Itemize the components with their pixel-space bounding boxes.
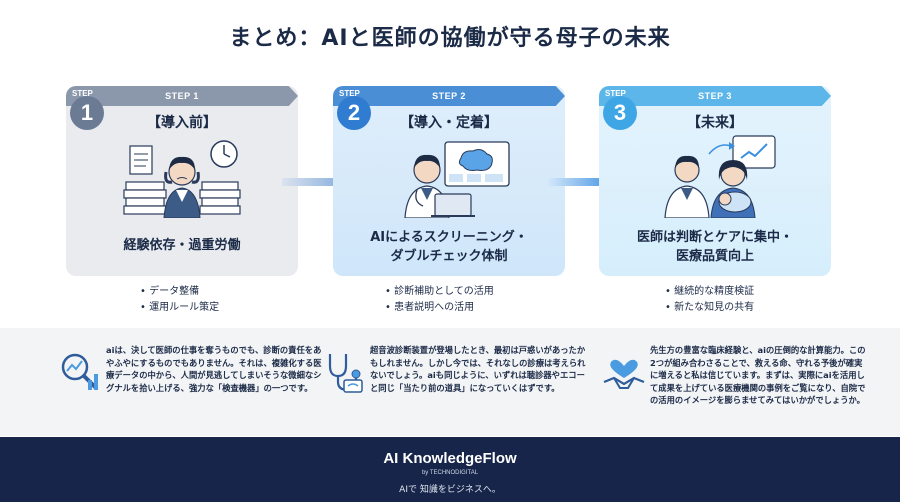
- footer: AI KnowledgeFlow by TECHNODIGITAL AIで 知識…: [0, 437, 900, 502]
- step-bar: STEP 1: [66, 86, 298, 106]
- info-text: aiは、決して医師の仕事を奪うものでも、診断の責任をあやふやにするものでもありま…: [106, 345, 322, 393]
- step-bar: STEP 3: [599, 86, 831, 106]
- step-card-2: STEP 2 STEP 2 【導入・定着】 AIによるスクリーニング・ ダブルチ…: [333, 86, 565, 276]
- step-heading: 【導入前】: [147, 115, 217, 131]
- step-caption-line: 医療品質向上: [675, 249, 754, 264]
- info-column: 超音波診断装置が登場したとき、最初は戸惑いがあったかもしれません。しかし今では、…: [322, 344, 592, 424]
- info-band: aiは、決して医師の仕事を奪うものでも、診断の責任をあやふやにするものでもありま…: [0, 328, 900, 436]
- brand-tagline: AIで 知識をビジネスへ。: [399, 485, 501, 495]
- step-2-bullets: 診断補助としての活用 患者説明への活用: [385, 284, 494, 316]
- step-caption: 医師は判断とケアに集中・ 医療品質向上: [599, 228, 831, 266]
- overworked-doctor-illustration: [123, 140, 241, 218]
- step-caption: 経験依存・過重労働: [66, 236, 298, 255]
- handshake-heart-icon: [603, 359, 645, 389]
- step-3-bullets: 継続的な精度検証 新たな知見の共有: [665, 284, 754, 316]
- bullet-item: 継続的な精度検証: [665, 284, 754, 300]
- step-badge-label: STEP: [339, 89, 360, 98]
- page-title: まとめ：AIと医師の協働が守る母子の未来: [229, 26, 671, 51]
- info-column: aiは、決して医師の仕事を奪うものでも、診断の責任をあやふやにするものでもありま…: [58, 344, 328, 424]
- step-arrow-icon: [548, 172, 616, 192]
- step-badge: STEP 2: [333, 86, 385, 138]
- doctor-mother-baby-illustration: [664, 135, 776, 218]
- step-number: 1: [70, 96, 104, 130]
- bullet-item: 運用ルール策定: [140, 300, 219, 316]
- info-text: 先生方の豊富な臨床経験と、aiの圧倒的な計算能力。この2つが組み合わさることで、…: [650, 345, 866, 405]
- doctor-ai-illustration: [404, 141, 510, 218]
- step-caption-line: AIによるスクリーニング・: [370, 230, 528, 245]
- bullet-item: 新たな知見の共有: [665, 300, 754, 316]
- magnifier-chart-icon: [61, 353, 98, 390]
- step-number: 3: [603, 96, 637, 130]
- step-arrow-icon: [282, 172, 350, 192]
- bullet-item: データ整備: [140, 284, 219, 300]
- info-text: 超音波診断装置が登場したとき、最初は戸惑いがあったかもしれません。しかし今では、…: [370, 345, 586, 393]
- step-caption: AIによるスクリーニング・ ダブルチェック体制: [333, 228, 565, 266]
- bullet-item: 診断補助としての活用: [385, 284, 494, 300]
- brand-byline: by TECHNODIGITAL: [421, 470, 479, 476]
- brand-name: AI KnowledgeFlow: [383, 450, 517, 467]
- info-column: 先生方の豊富な臨床経験と、aiの圧倒的な計算能力。この2つが組み合わさることで、…: [602, 344, 872, 424]
- step-caption-line: ダブルチェック体制: [390, 249, 508, 264]
- step-1-bullets: データ整備 運用ルール策定: [140, 284, 219, 316]
- step-badge: STEP 1: [66, 86, 118, 138]
- step-caption-line: 経験依存・過重労働: [123, 238, 241, 253]
- step-card-3: STEP 3 STEP 3 【未来】 医師は判断とケアに集中・ 医療品質向上: [599, 86, 831, 276]
- bullet-item: 患者説明への活用: [385, 300, 494, 316]
- stethoscope-icon: [328, 354, 363, 393]
- step-bar: STEP 2: [333, 86, 565, 106]
- step-number: 2: [337, 96, 371, 130]
- step-caption-line: 医師は判断とケアに集中・: [636, 230, 793, 245]
- step-heading: 【未来】: [687, 115, 743, 131]
- step-heading: 【導入・定着】: [400, 115, 498, 131]
- step-badge: STEP 3: [599, 86, 651, 138]
- step-badge-label: STEP: [72, 89, 93, 98]
- step-card-1: STEP 1 STEP 1 【導入前】 経験依存・過重労働: [66, 86, 298, 276]
- step-badge-label: STEP: [605, 89, 626, 98]
